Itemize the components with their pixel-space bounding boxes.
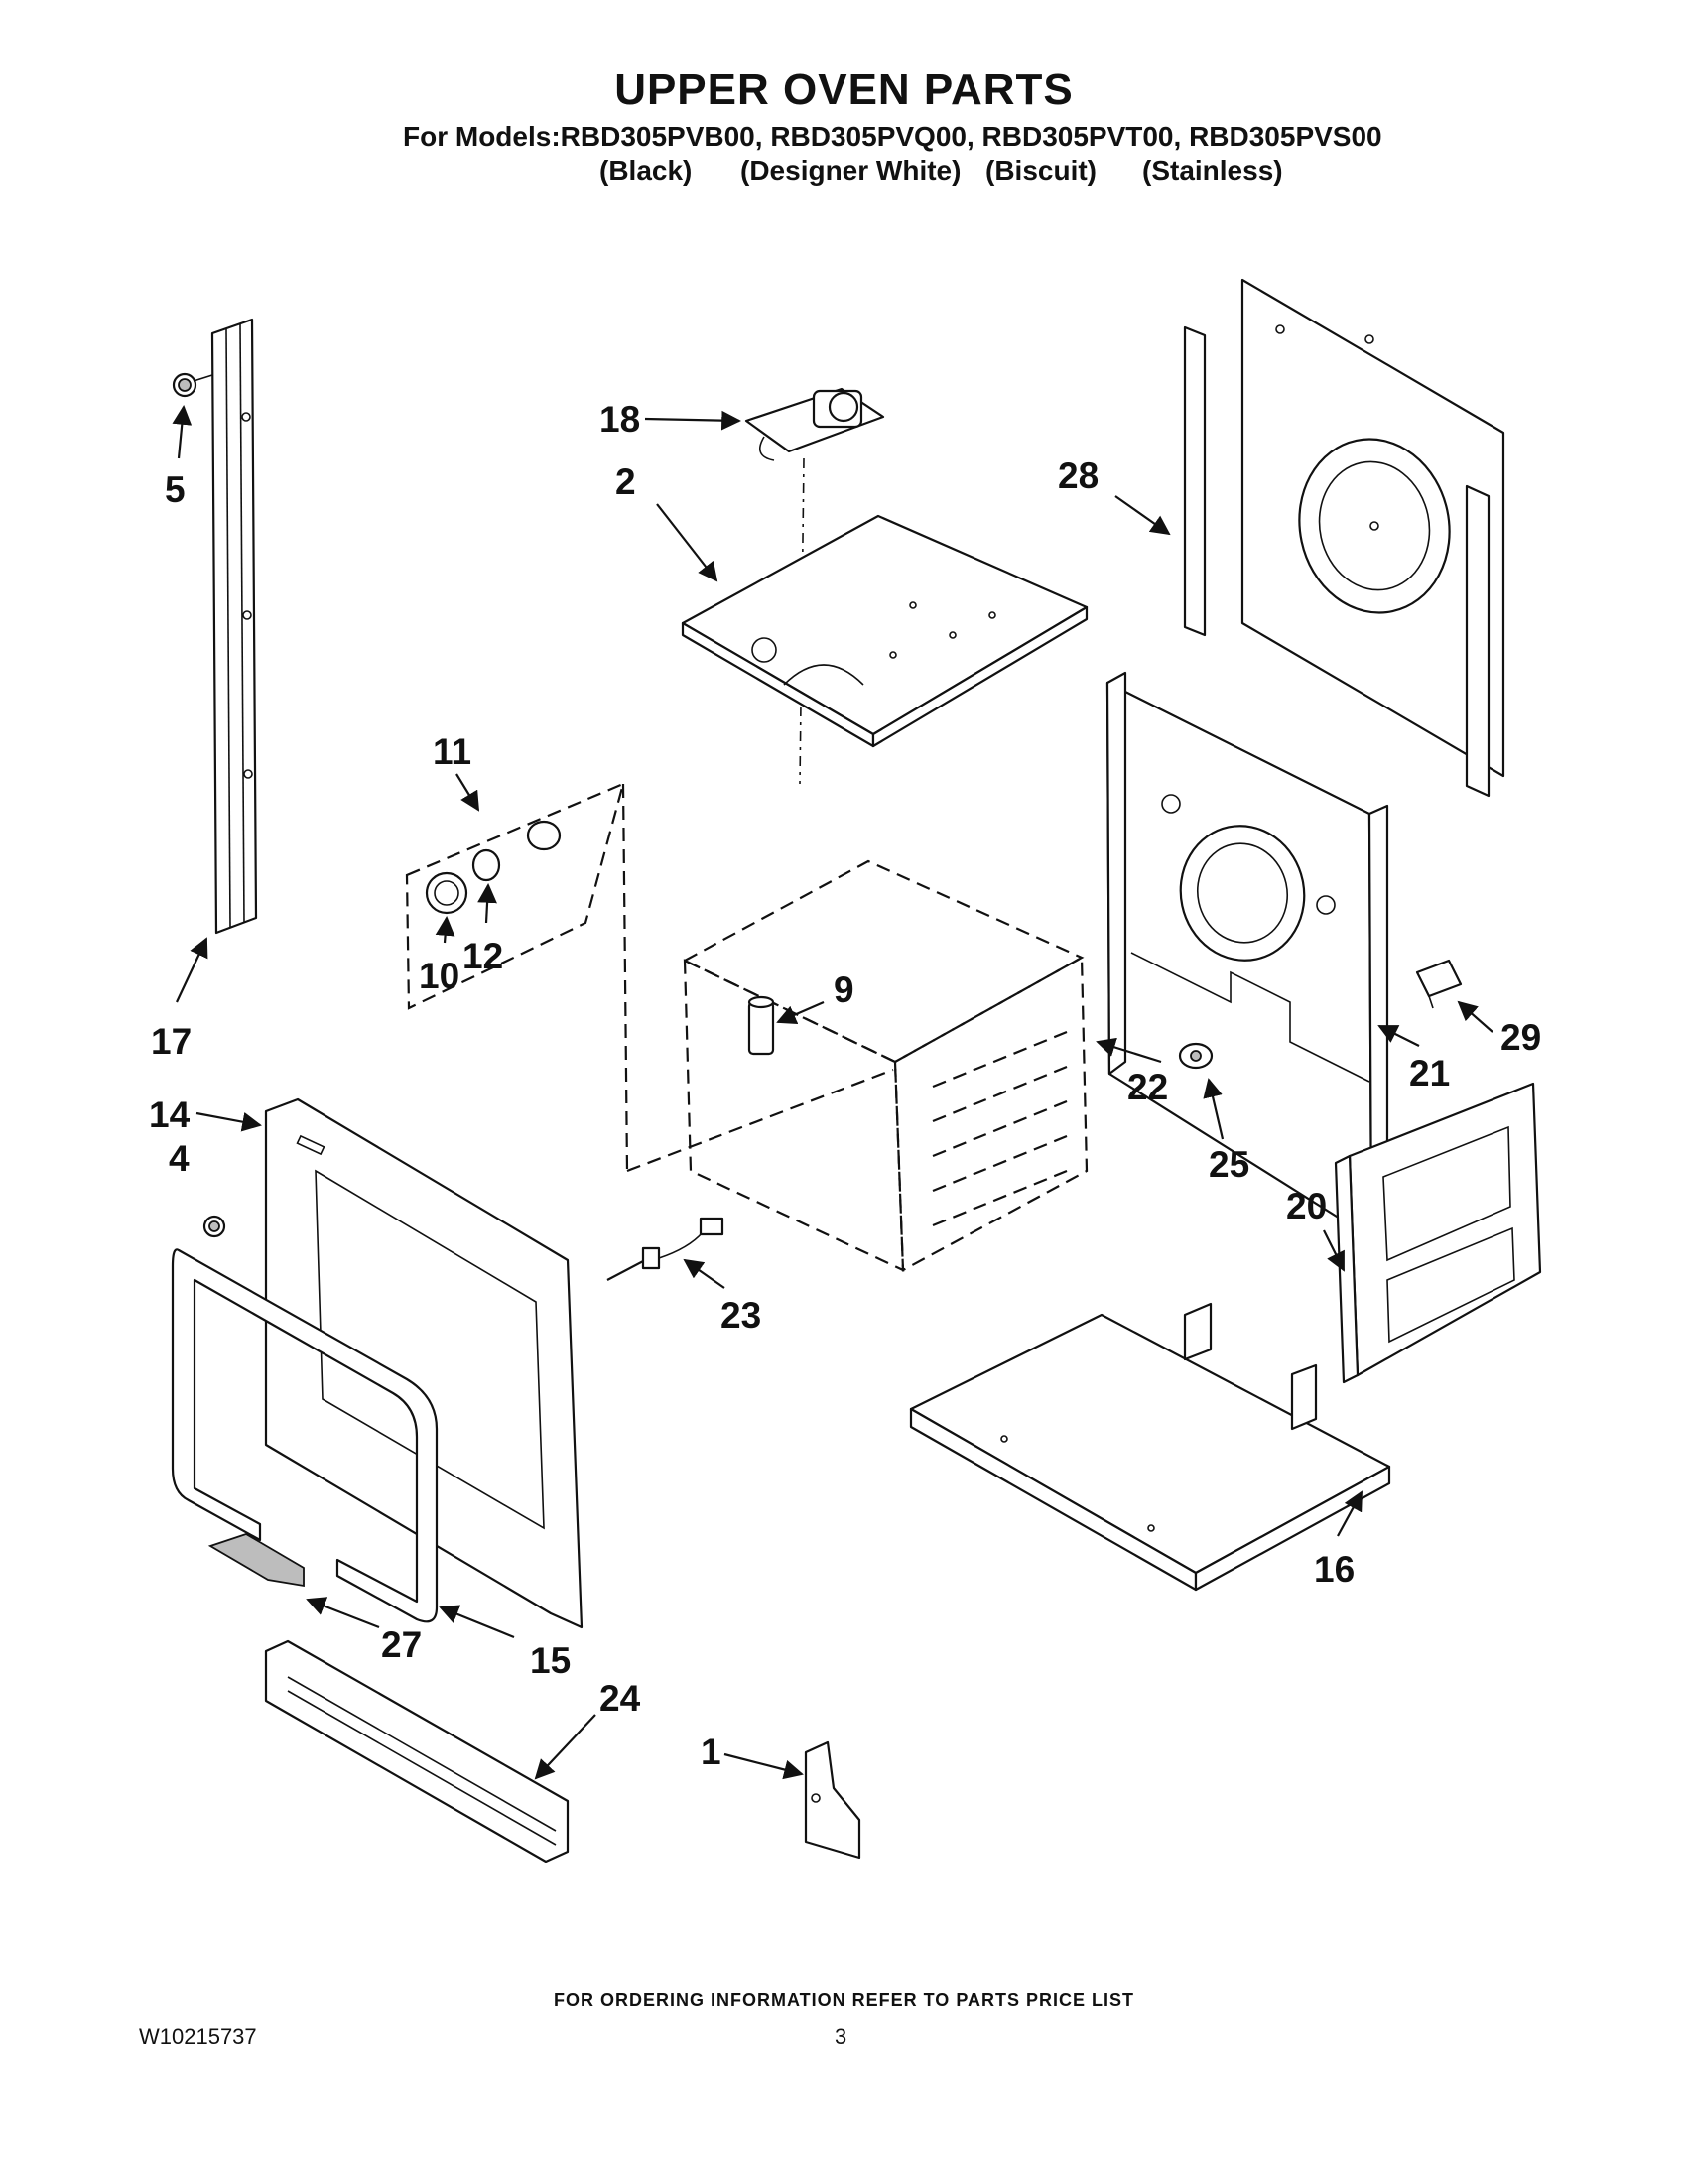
callout-9: 9 bbox=[834, 969, 854, 1010]
color-black: (Black) bbox=[599, 155, 693, 186]
bottom-shelf-part-16 bbox=[909, 1302, 1391, 1592]
bracket-part-27 bbox=[207, 1533, 305, 1588]
front-frame-part-14 bbox=[264, 1097, 584, 1629]
document-number: W10215737 bbox=[139, 2024, 257, 2049]
callout-5: 5 bbox=[165, 469, 186, 510]
vent-grille-part-24 bbox=[264, 1639, 570, 1863]
callout-24: 24 bbox=[599, 1678, 641, 1719]
callout-4: 4 bbox=[169, 1138, 190, 1179]
screw-part-4 bbox=[202, 1215, 226, 1238]
callout-12: 12 bbox=[462, 936, 503, 976]
callout-15: 15 bbox=[530, 1640, 571, 1681]
light-assembly-group-11 bbox=[405, 782, 894, 1173]
page-title: UPPER OVEN PARTS bbox=[614, 65, 1074, 114]
model-colors: (Black) (Designer White) (Biscuit) (Stai… bbox=[0, 155, 1688, 189]
color-designer-white: (Designer White) bbox=[740, 155, 962, 186]
ordering-note: FOR ORDERING INFORMATION REFER TO PARTS … bbox=[553, 1991, 1134, 2010]
callout-29: 29 bbox=[1500, 1017, 1541, 1058]
bracket-part-1 bbox=[804, 1740, 861, 1860]
model-list: For Models:RBD305PVB00, RBD305PVQ00, RBD… bbox=[403, 121, 1382, 152]
side-trim-part-17 bbox=[210, 318, 258, 935]
screw-part-5 bbox=[172, 372, 213, 398]
callout-18: 18 bbox=[599, 399, 640, 440]
callout-16: 16 bbox=[1314, 1549, 1355, 1590]
sensor-bracket-part-25 bbox=[1178, 1042, 1214, 1070]
clip-part-29 bbox=[1415, 959, 1463, 1009]
callout-22: 22 bbox=[1127, 1067, 1168, 1107]
callout-11: 11 bbox=[433, 731, 471, 772]
callout-1: 1 bbox=[701, 1732, 721, 1772]
light-socket-part-9 bbox=[747, 995, 775, 1056]
callout-17: 17 bbox=[151, 1021, 192, 1062]
callout-23: 23 bbox=[720, 1295, 761, 1336]
page-number: 3 bbox=[835, 2024, 847, 2049]
bracket-part-18 bbox=[744, 387, 885, 461]
top-panel-part-2 bbox=[681, 514, 1089, 748]
side-panel-part-20 bbox=[1334, 1082, 1542, 1384]
callout-27: 27 bbox=[381, 1624, 422, 1665]
rear-panel-part-28 bbox=[1183, 278, 1505, 798]
callout-28: 28 bbox=[1058, 455, 1099, 496]
callout-2: 2 bbox=[615, 461, 636, 502]
callout-10: 10 bbox=[419, 956, 459, 996]
gasket-part-15 bbox=[171, 1248, 439, 1623]
callout-21: 21 bbox=[1409, 1053, 1450, 1093]
sensor-probe-part-23 bbox=[606, 1217, 724, 1281]
callout-20: 20 bbox=[1286, 1186, 1327, 1226]
alignment-line bbox=[799, 457, 805, 785]
leader-arrows bbox=[172, 405, 1493, 1780]
color-stainless: (Stainless) bbox=[1142, 155, 1283, 186]
callout-14: 14 bbox=[149, 1094, 191, 1135]
callout-25: 25 bbox=[1209, 1144, 1249, 1185]
color-biscuit: (Biscuit) bbox=[985, 155, 1097, 186]
oven-cavity-part-22 bbox=[682, 859, 1089, 1272]
